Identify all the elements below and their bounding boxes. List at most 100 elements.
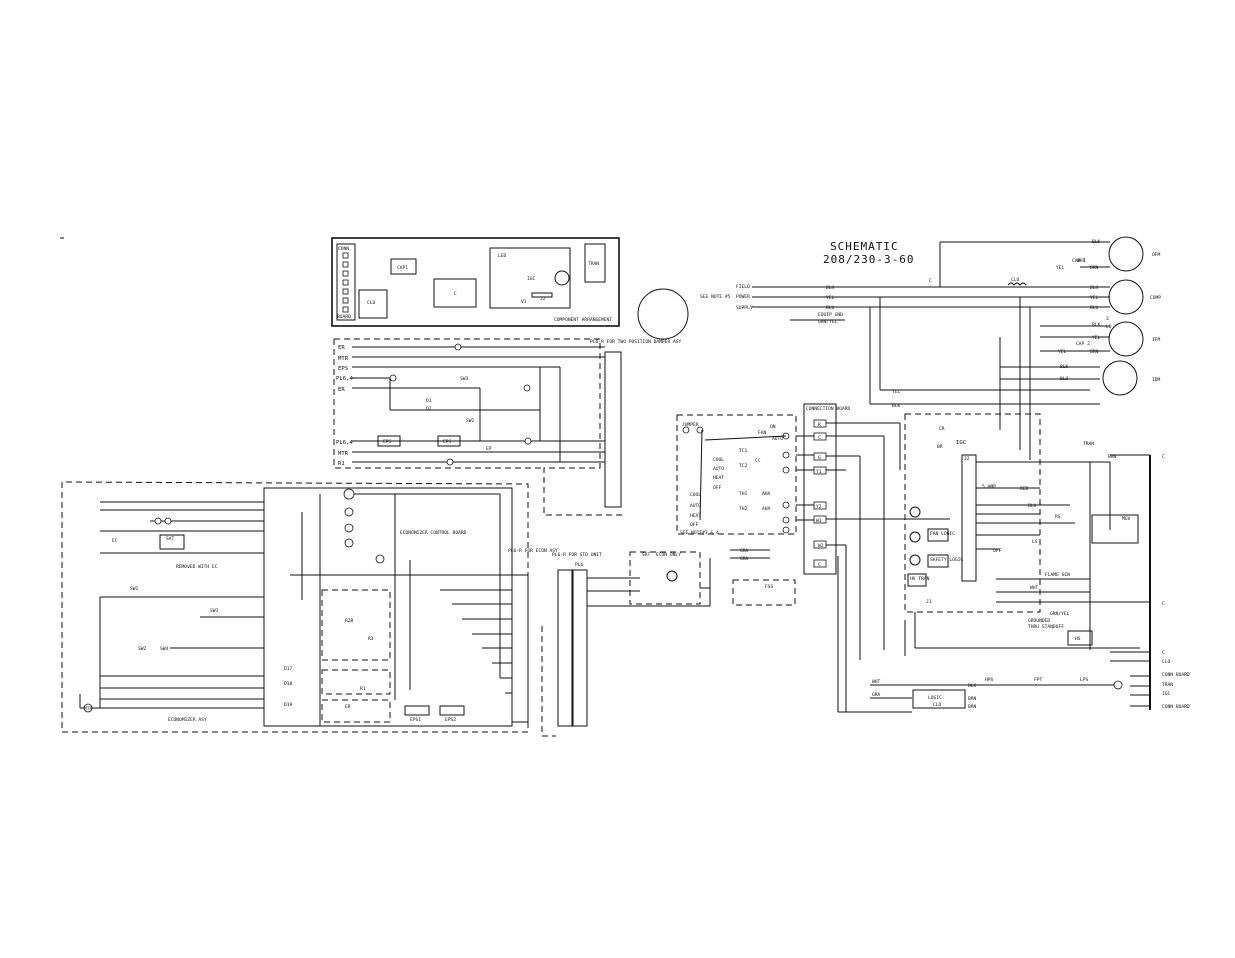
safety-end-terminal <box>1113 680 1123 690</box>
hv-tran-label: HV TRAN <box>910 576 930 582</box>
safety-gra: GRA <box>872 692 881 698</box>
supply-blk: BLK <box>826 285 835 291</box>
ofm-yel: YEL <box>1056 265 1065 271</box>
igc-title: IGC <box>956 440 966 446</box>
econ-mtr-label: MTR <box>84 706 93 712</box>
econ-sw2-label: SW2 <box>138 646 147 652</box>
supply-yel: YEL <box>826 295 835 301</box>
econ-mtr-terminal <box>83 703 93 713</box>
damper-r1-label: R1 <box>338 461 345 467</box>
grounded-label: GROUNDED <box>1028 618 1050 624</box>
tc2-label: TC2 <box>739 463 748 469</box>
fan-logic-label: FAN LOGIC <box>930 531 955 537</box>
th1-label: TH1 <box>739 491 748 497</box>
igc-board: IGC J2 FAN LOGIC SAFETY LOGIC HV TRAN 5 … <box>837 413 1140 712</box>
thermostat-block: JUMPER SEE NOTE#3 & 4 ON FAN AUTO COOL A… <box>676 414 797 536</box>
sat-sensor <box>159 534 185 550</box>
svg-text:W2: W2 <box>818 543 824 549</box>
igc-red-label: RED <box>1020 486 1029 492</box>
supply-blu: BLU <box>826 305 835 311</box>
pl6-std-unit: PL6-R FOR STD UNIT PL6 <box>541 552 602 737</box>
damper-eps-label: EPS <box>338 366 348 372</box>
supply-note: SEE NOTE #5 <box>700 294 731 300</box>
pl6-std-left <box>557 569 573 727</box>
eps2-label: EPS2 <box>445 717 456 723</box>
cool-label: COOL <box>713 457 724 463</box>
econ-internal-wires <box>290 493 512 726</box>
igc-brn-label: BRN <box>1108 454 1117 460</box>
econ-left-wires <box>79 501 264 709</box>
aha2-label: AHA <box>762 506 771 512</box>
igc-board-label: IGC <box>527 276 536 282</box>
igc-relay-icon <box>554 270 570 286</box>
economizer-assembly: ECONOMIZER ASY ECONOMIZER CONTROL BOARD … <box>61 481 558 733</box>
ofm-wht: WHT <box>1077 258 1086 264</box>
v1-label: V1 <box>521 299 527 305</box>
aha1-label: AHA <box>762 491 771 497</box>
fpt-label: FPT <box>1034 677 1043 683</box>
bus-clo-label: CLO <box>1162 659 1171 665</box>
cap1-body <box>390 258 417 275</box>
safety-brn-1: BRN <box>968 696 977 702</box>
bus-c1-label: C <box>1162 454 1165 460</box>
supply-label: SUPPLY <box>736 305 753 311</box>
svg-text:C: C <box>818 562 821 568</box>
board-label: BOARD <box>337 314 351 320</box>
igc-blu-label: BLU <box>1028 503 1037 509</box>
igc-wires <box>837 423 1140 712</box>
sys-heat-label: HEAT <box>690 513 701 519</box>
mgv-label: MGV <box>1122 516 1131 522</box>
ep-label: EP <box>486 446 492 452</box>
eps1-box <box>404 705 430 716</box>
d1-label: D1 <box>426 398 432 404</box>
five-amp-label: 5 AMP <box>982 484 996 490</box>
fan-auto-label: AUTO <box>772 436 783 442</box>
heat-label: HEAT <box>713 475 724 481</box>
cap1-label: CAP 1 <box>1072 258 1086 264</box>
eps-block-1-label: EPS <box>383 439 392 445</box>
fan-on-label: ON <box>770 424 776 430</box>
economizer-control-board <box>263 487 513 727</box>
ifm-brn: BRN <box>1090 349 1099 355</box>
grnyel-label: GRN/YEL <box>818 319 838 325</box>
sat2-label: SAT <box>642 552 651 558</box>
sat-label: SAT <box>166 536 175 542</box>
clo-body <box>358 289 388 319</box>
sat-econ-only-block: SAT ECON ONLY <box>587 551 711 607</box>
econ-only-label: ECON ONLY <box>656 552 681 558</box>
damper-mtr2-label: MTR <box>338 451 349 457</box>
mgv-valve <box>1091 514 1139 544</box>
econ-sw3-label: SW3 <box>210 608 219 614</box>
safety-blk-1: BLK <box>968 683 977 689</box>
cap2-label: CAP 2 <box>1076 341 1090 347</box>
led-label: LED <box>498 253 507 259</box>
j2-label: J2 <box>540 296 546 302</box>
pl6r-econ-label: PL6-R FOR ECON ASY <box>508 548 558 554</box>
j2-connector <box>531 292 553 298</box>
svg-text:C: C <box>818 435 821 441</box>
d19-label: D19 <box>284 702 293 708</box>
idm-label: IDM <box>1152 377 1161 383</box>
ifm-yel: YEL <box>1092 335 1101 341</box>
safety-brn-2: BRN <box>968 704 977 710</box>
relay-block-1 <box>321 589 391 661</box>
gra1-label: GRA <box>740 548 749 554</box>
power-wiring: C CLO BLK WHT YEL BRN CAP 1 BLK YEL BLU … <box>869 239 1112 460</box>
sw2-label: SW2 <box>466 418 475 424</box>
power-label: POWER <box>736 294 750 300</box>
economizer-asy-label: ECONOMIZER ASY <box>168 717 207 723</box>
equip-gnd-label: EQUIP GND <box>818 312 843 318</box>
igc-j2-terminal-strip <box>961 454 977 582</box>
schematic-voltage: 208/230-3-60 <box>823 253 914 266</box>
damper-er2-label: ER <box>338 387 345 393</box>
sys-cool-label: COOL <box>690 492 701 498</box>
contactor-body <box>433 278 477 308</box>
igc-grnyel-label: GRN/YEL <box>1050 611 1070 617</box>
bus-c2-label: C <box>1162 601 1165 607</box>
damper-title-line1: PL6-R FOR TWO POSITION DAMPER ASY <box>590 339 682 345</box>
svg-text:R: R <box>818 422 821 428</box>
igc-board <box>489 247 571 309</box>
sys-auto-label: AUTO <box>690 503 701 509</box>
conn-label: CONN <box>338 246 349 252</box>
